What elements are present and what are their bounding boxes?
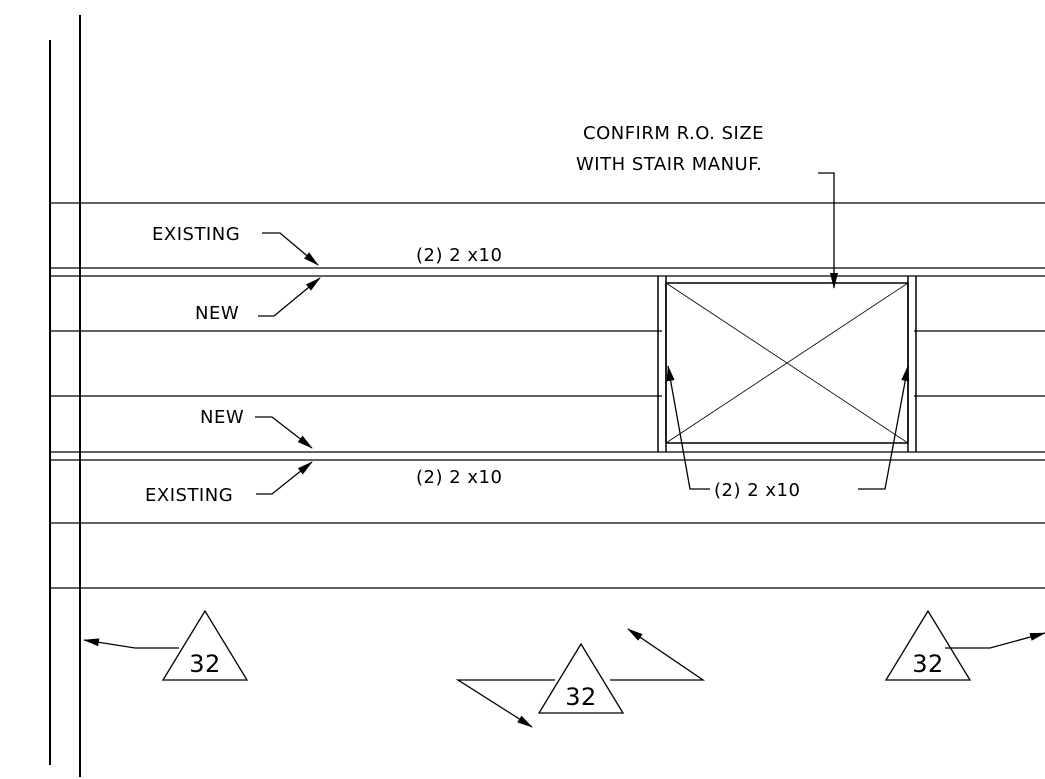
leader-existing-top — [262, 232, 319, 266]
section-cut-right — [945, 632, 1045, 649]
leader-confirm — [818, 172, 838, 289]
section-tag-right-label: 32 — [912, 650, 944, 678]
opening-diagonal — [665, 282, 909, 444]
notes: CONFIRM R.O. SIZE WITH STAIR MANUF. EXIS… — [145, 123, 800, 506]
section-cut-center-b — [610, 628, 706, 681]
section-tag-center-label: 32 — [565, 683, 597, 711]
note-trimmer: (2) 2 x10 — [714, 480, 800, 501]
note-existing-top: EXISTING — [152, 224, 240, 245]
section-cut-left — [83, 638, 179, 649]
leader-existing-bottom — [256, 461, 313, 495]
joists — [50, 202, 1045, 589]
section-cut-center-a — [455, 679, 555, 728]
section-tags — [161, 609, 972, 714]
stair-opening — [657, 276, 917, 452]
note-confirm-line1: CONFIRM R.O. SIZE — [583, 123, 764, 144]
leaders — [83, 172, 1045, 728]
section-tag-left — [161, 609, 249, 681]
leader-new-bottom — [255, 416, 313, 449]
section-tag-center — [537, 642, 625, 714]
note-header-top: (2) 2 x10 — [416, 245, 502, 266]
section-tag-right — [884, 609, 972, 681]
note-new-bottom: NEW — [200, 407, 244, 428]
leader-trimmer-right — [858, 365, 910, 490]
note-new-top: NEW — [195, 303, 239, 324]
leader-trimmer-left — [666, 365, 710, 490]
opening-box — [665, 282, 909, 444]
leader-new-top — [258, 277, 321, 317]
note-confirm-line2: WITH STAIR MANUF. — [576, 154, 762, 175]
note-header-bottom: (2) 2 x10 — [416, 467, 502, 488]
note-existing-bottom: EXISTING — [145, 485, 233, 506]
section-tag-left-label: 32 — [189, 650, 221, 678]
